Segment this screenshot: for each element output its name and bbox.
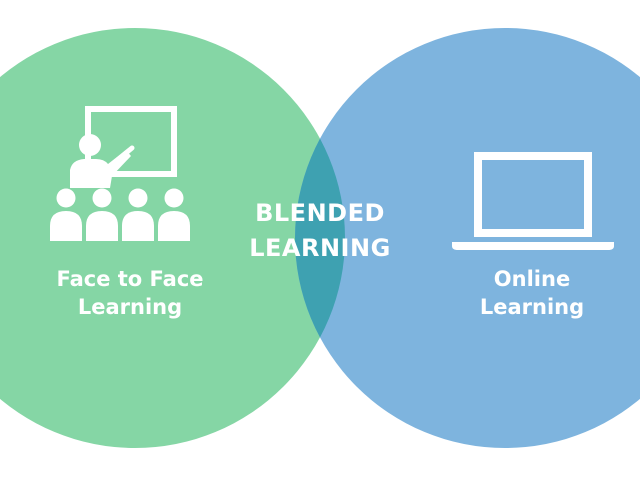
blended-learning-label: BLENDED LEARNING <box>222 196 418 266</box>
online-learning-label: Online Learning <box>432 266 632 321</box>
classroom-teacher-icon <box>50 106 190 241</box>
laptop-icon <box>452 152 614 250</box>
online-label-line2: Learning <box>479 294 585 319</box>
face-to-face-label-line2: Learning <box>77 294 183 319</box>
face-to-face-label: Face to Face Learning <box>10 266 250 321</box>
online-label-line1: Online <box>493 267 571 291</box>
blended-label-line1: BLENDED <box>255 199 385 227</box>
blended-label-line2: LEARNING <box>249 234 391 263</box>
face-to-face-label-line1: Face to Face <box>56 267 204 291</box>
online-circle <box>295 28 640 448</box>
